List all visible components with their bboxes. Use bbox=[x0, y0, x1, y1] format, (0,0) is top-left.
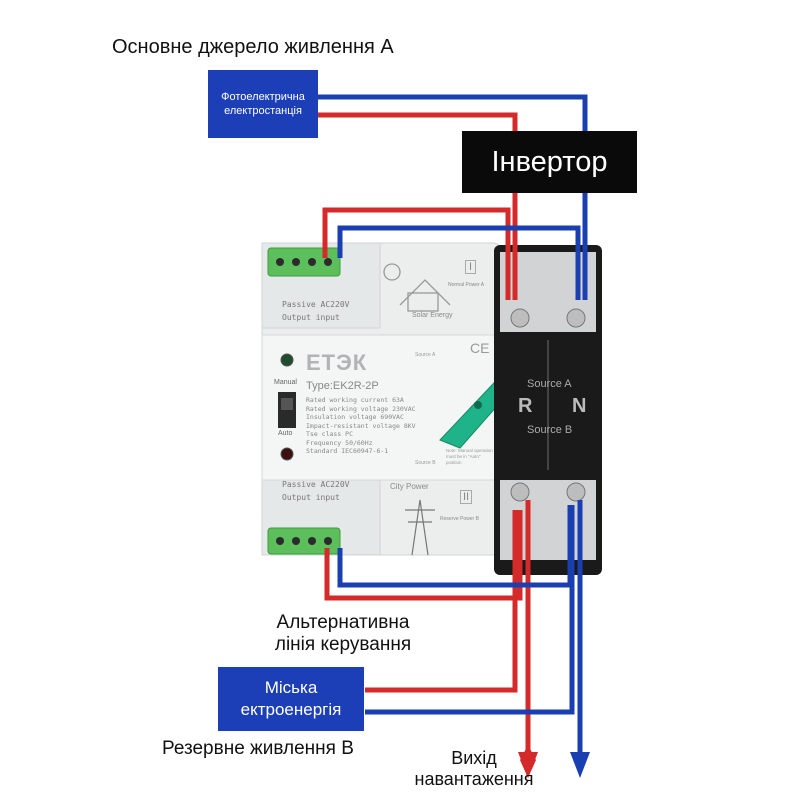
main-source-label: Основне джерело живлення А bbox=[112, 36, 394, 58]
solar-station-box: Фотоелектрична електростанція bbox=[208, 70, 318, 138]
solar-station-line1: Фотоелектрична bbox=[221, 91, 305, 103]
auto-label: Auto bbox=[278, 430, 293, 437]
spec-row: Impact-resistant voltage 8KV bbox=[306, 421, 416, 430]
inverter-label: Інвертор bbox=[491, 145, 608, 178]
source-a-small: Source A bbox=[415, 352, 436, 358]
bottom-passive-label: Passive AC220V bbox=[282, 480, 350, 489]
source-b-small: Source B bbox=[415, 460, 436, 466]
brand-logo: ЕТЭК bbox=[306, 350, 368, 375]
top-output-label: Output input bbox=[282, 313, 340, 322]
reserve-power-label: Reserve Power B bbox=[440, 516, 479, 522]
spec-row: Tse class PC bbox=[306, 430, 353, 438]
breaker-source-a: Source A bbox=[527, 378, 572, 390]
city-power-box: Міська ектроенергія bbox=[218, 667, 364, 731]
top-passive-label: Passive AC220V bbox=[282, 300, 350, 309]
load-output-label: Вихід навантаження bbox=[414, 748, 534, 789]
spec-row: Rated working current 63A bbox=[306, 396, 404, 404]
city-power-line2: ектроенергія bbox=[240, 700, 342, 719]
breaker-r: R bbox=[518, 395, 533, 417]
breaker-source-b: Source B bbox=[527, 424, 573, 436]
blue-wires bbox=[318, 94, 588, 752]
transfer-switch bbox=[261, 242, 521, 556]
solar-energy-label: Solar Energy bbox=[412, 312, 453, 319]
alt-control-label: Альтернативна лінія керування bbox=[274, 612, 412, 655]
device-type: Type:EK2R-2P bbox=[306, 380, 379, 392]
red-wires bbox=[318, 112, 531, 752]
manual-label: Manual bbox=[274, 379, 297, 386]
ce-mark: CE bbox=[470, 340, 490, 356]
bottom-output-label: Output input bbox=[282, 493, 340, 502]
spec-list: Rated working current 63A Rated working … bbox=[306, 396, 416, 456]
roman-two: II bbox=[460, 490, 473, 504]
spec-row: Frequency 50/60Hz bbox=[306, 438, 373, 447]
normal-power-label: Normal Power A bbox=[448, 282, 485, 288]
spec-row: Rated working voltage 230VAC bbox=[306, 404, 416, 413]
spec-row: Insulation voltage 690VAC bbox=[306, 413, 404, 421]
breaker-n: N bbox=[572, 395, 587, 417]
note-label: Note: Manual operation must be in "Auto"… bbox=[446, 448, 493, 465]
backup-source-label: Резервне живлення В bbox=[162, 738, 354, 759]
city-power-line1: Міська bbox=[264, 678, 318, 697]
solar-station-line2: електростанція bbox=[224, 105, 302, 117]
roman-one: I bbox=[465, 260, 477, 274]
inverter-box: Інвертор bbox=[462, 131, 637, 193]
city-power-label: City Power bbox=[390, 482, 429, 491]
spec-row: Standard IEC60947-6-1 bbox=[306, 447, 389, 455]
